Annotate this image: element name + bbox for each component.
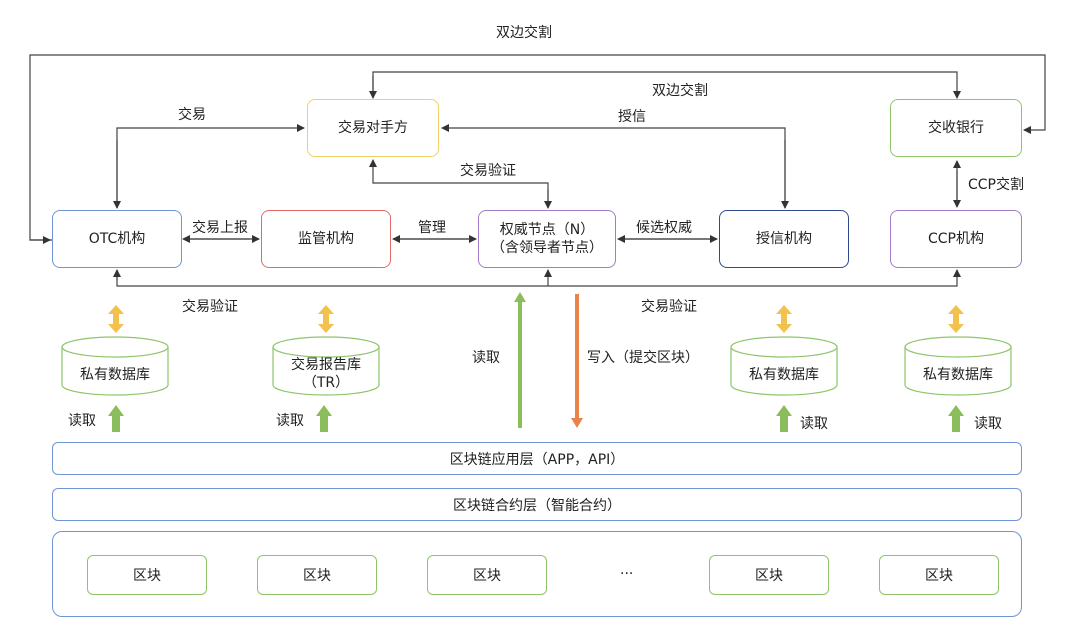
- trade-verify-right-label: 交易验证: [641, 299, 697, 315]
- read-label-2: 读取: [276, 413, 304, 429]
- block-ellipsis: ···: [620, 566, 634, 582]
- read-label-1: 读取: [68, 413, 96, 429]
- block-1: 区块: [87, 555, 207, 595]
- bilateral-inner-label: 双边交割: [652, 83, 708, 99]
- verify-bottom-line: [116, 269, 961, 287]
- regulator-node: 监管机构: [261, 210, 391, 268]
- read-label-4: 读取: [974, 416, 1002, 432]
- private-db-4: 私有数据库: [923, 367, 993, 383]
- trade-report-label: 交易上报: [192, 220, 248, 236]
- trade-label: 交易: [178, 107, 206, 123]
- contract-layer: 区块链合约层（智能合约）: [52, 488, 1022, 521]
- ccp-settle-label: CCP交割: [968, 177, 1024, 193]
- private-db-1: 私有数据库: [80, 367, 150, 383]
- bilateral-top-label: 双边交割: [496, 25, 552, 41]
- block-layer: [52, 531, 1022, 617]
- candidate-label: 候选权威: [636, 220, 692, 236]
- trade-verify-left-label: 交易验证: [182, 299, 238, 315]
- block-4: 区块: [709, 555, 829, 595]
- manage-label: 管理: [418, 220, 446, 236]
- credit-org-node: 授信机构: [719, 210, 849, 268]
- read-label-3: 读取: [800, 416, 828, 432]
- write-center-label: 写入（提交区块）: [587, 350, 699, 366]
- read-center-label: 读取: [472, 350, 500, 366]
- block-5: 区块: [879, 555, 999, 595]
- clearing-bank-node: 交收银行: [890, 99, 1022, 157]
- trade-line: [116, 124, 305, 208]
- ccp-node: CCP机构: [890, 210, 1022, 268]
- block-2: 区块: [257, 555, 377, 595]
- block-3: 区块: [427, 555, 547, 595]
- trade-report-db: 交易报告库 （TR）: [291, 357, 361, 391]
- trade-verify-top-label: 交易验证: [460, 163, 516, 179]
- app-layer: 区块链应用层（APP，API）: [52, 442, 1022, 475]
- credit-label: 授信: [618, 109, 646, 125]
- authority-node: 权威节点（N） （含领导者节点）: [478, 210, 616, 268]
- counterparty-node: 交易对手方: [307, 99, 439, 157]
- otc-node: OTC机构: [52, 210, 182, 268]
- private-db-3: 私有数据库: [749, 367, 819, 383]
